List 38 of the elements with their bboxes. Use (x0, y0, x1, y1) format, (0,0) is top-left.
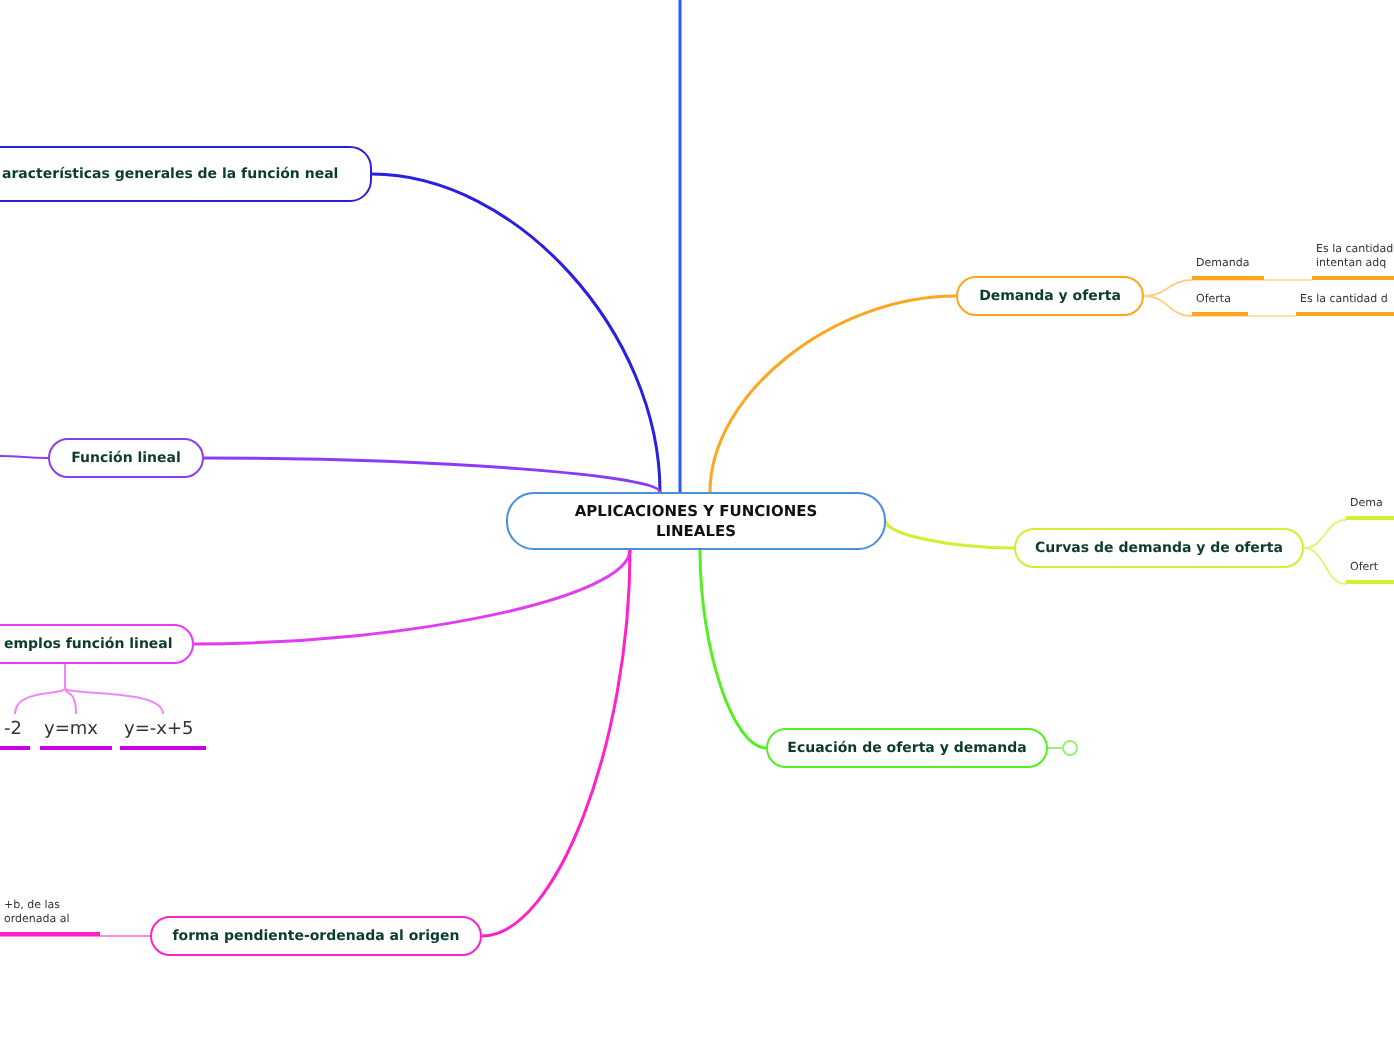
topic-box (956, 276, 1144, 316)
node-label: y=mx (44, 718, 98, 742)
topic-box (1014, 528, 1304, 568)
connector-line (1303, 519, 1347, 549)
subtopic-underline (1346, 560, 1394, 584)
connector-line (698, 549, 767, 750)
connector-line (1143, 295, 1193, 317)
connector-line (678, 0, 682, 492)
connector-line (1191, 279, 1313, 281)
subtopic-underline (1346, 496, 1394, 520)
connector-line (1191, 315, 1297, 317)
connector-line (481, 549, 632, 938)
subtopic-underline (1312, 240, 1394, 280)
topic-box (766, 728, 1048, 768)
node-label: y=-x+5 (124, 718, 194, 742)
collapse-circle (1062, 740, 1078, 756)
connector-line (1303, 547, 1347, 585)
subtopic-underline (1192, 256, 1264, 280)
subtopic-underline (1296, 292, 1394, 316)
connector-line (708, 294, 957, 493)
connector-line (193, 549, 632, 646)
topic-box (0, 624, 194, 664)
topic-box (150, 916, 482, 956)
connector-line (204, 456, 661, 494)
connector-line (64, 663, 164, 715)
connector-line (371, 172, 662, 493)
subtopic-underline (1192, 292, 1248, 316)
connector-line (884, 520, 1015, 550)
topic-box (48, 438, 204, 478)
connector-line (0, 935, 151, 937)
node-label: -2 (4, 718, 22, 742)
subtopic-underline (40, 720, 112, 750)
central-topic-box (506, 492, 886, 550)
topic-box (0, 146, 372, 202)
connector-line (0, 455, 49, 459)
subtopic-underline (120, 720, 206, 750)
subtopic-underline (0, 720, 30, 750)
connector-line (1047, 747, 1063, 749)
